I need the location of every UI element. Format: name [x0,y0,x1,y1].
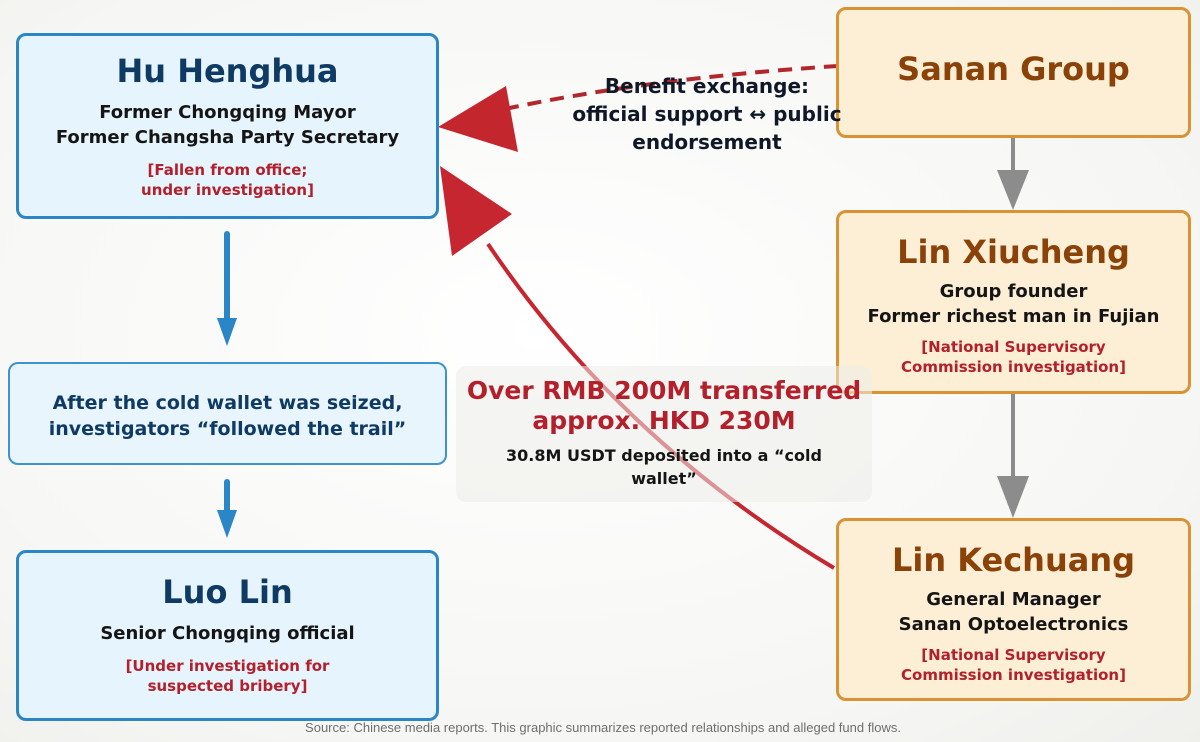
hu-henghua-role-1: Former Chongqing Mayor [99,102,356,123]
luo-lin-role: Senior Chongqing official [100,623,355,644]
benefit-exchange-line-1: Benefit exchange: [604,74,810,98]
gray-arrow-sanan-to-xiucheng [997,138,1029,210]
lin-kechuang-card: Lin Kechuang General Manager Sanan Optoe… [836,518,1191,701]
hu-henghua-status-2: under investigation] [141,181,314,199]
hu-henghua-card: Hu Henghua Former Chongqing Mayor Former… [16,33,439,219]
luo-lin-name: Luo Lin [162,573,293,611]
benefit-exchange-line-3: endorsement [632,130,782,154]
transfer-usdt-line-2: wallet” [631,469,697,488]
source-caption: Source: Chinese media reports. This grap… [305,720,901,735]
luo-lin-status-2: suspected bribery] [147,677,308,695]
sanan-group-card: Sanan Group [836,7,1191,138]
blue-arrow-trail-to-luo [217,479,237,538]
transfer-usdt-line-1: 30.8M USDT deposited into a “cold [506,446,822,465]
luo-lin-status-1: [Under investigation for [125,657,330,675]
dashed-arrow-sanan-to-hu [438,64,839,152]
trail-line-1: After the cold wallet was seized, [52,392,403,414]
lin-xiucheng-name: Lin Xiucheng [897,233,1130,271]
lin-kechuang-role-1: General Manager [926,589,1101,610]
lin-xiucheng-role-1: Group founder [939,281,1088,302]
benefit-exchange-label: Benefit exchange: official support ↔ pub… [566,72,848,156]
hu-henghua-name: Hu Henghua [116,52,339,90]
cold-wallet-trail-card: After the cold wallet was seized, invest… [8,362,447,465]
luo-lin-card: Luo Lin Senior Chongqing official [Under… [16,550,439,721]
lin-kechuang-status-1: [National Supervisory [921,646,1106,664]
lin-kechuang-name: Lin Kechuang [891,541,1136,579]
benefit-exchange-line-2: official support ↔ public [572,102,842,126]
lin-xiucheng-status-2: Commission investigation] [901,358,1126,376]
transfer-amount-rmb: Over RMB 200M transferred [466,376,862,405]
lin-xiucheng-card: Lin Xiucheng Group founder Former riches… [836,210,1191,394]
gray-arrow-xiucheng-to-kechuang [997,394,1029,518]
hu-henghua-status-1: [Fallen from office; [147,161,308,179]
lin-kechuang-status-2: Commission investigation] [901,666,1126,684]
blue-arrow-hu-to-trail [217,231,237,346]
sanan-group-name: Sanan Group [897,50,1130,88]
trail-line-2: investigators “followed the trail” [48,418,407,440]
transfer-amount-hkd: approx. HKD 230M [532,406,796,435]
lin-kechuang-role-2: Sanan Optoelectronics [898,614,1129,635]
lin-xiucheng-role-2: Former richest man in Fujian [867,306,1160,327]
hu-henghua-role-2: Former Changsha Party Secretary [55,127,400,148]
fund-transfer-label: Over RMB 200M transferred approx. HKD 23… [456,366,872,502]
lin-xiucheng-status-1: [National Supervisory [921,338,1106,356]
